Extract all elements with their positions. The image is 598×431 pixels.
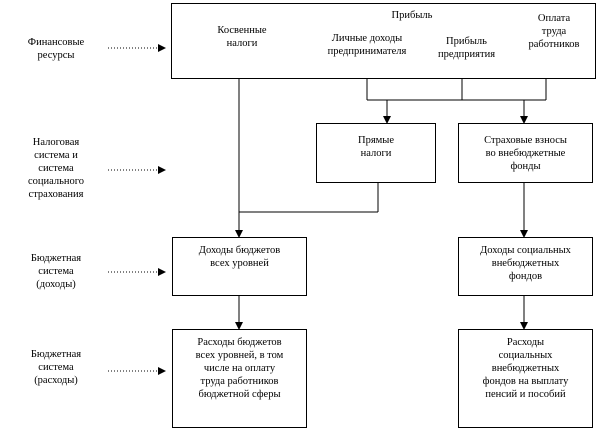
social-funds-expense-box: Расходы социальных внебюджетных фондов н… [458,329,593,428]
enterprise-profit-label: Прибыль предприятия [437,36,496,60]
budget-income-box: Доходы бюджетов всех уровней [172,237,307,296]
direct-taxes-box: Прямые налоги [316,123,436,183]
indirect-taxes-label: Косвенные налоги [217,25,267,49]
row-label-tax-system: Налоговая система и система социального … [27,137,85,200]
personal-income-label: Личные доходы предпринимателя [327,33,407,57]
social-funds-income-box: Доходы социальных внебюджетных фондов [458,237,593,296]
budget-expense-box: Расходы бюджетов всех уровней, в том чис… [172,329,307,428]
insurance-contributions-box: Страховые взносы во внебюджетные фонды [458,123,593,183]
profit-label: Прибыль [391,10,433,21]
row-label-budget-income: Бюджетная система (доходы) [30,253,82,290]
row-label-budget-expense: Бюджетная система (расходы) [30,349,82,386]
row-label-financial: Финансовые ресурсы [27,37,85,61]
labor-pay-label: Оплата труда работников [528,13,580,50]
financial-resources-box [171,3,596,79]
